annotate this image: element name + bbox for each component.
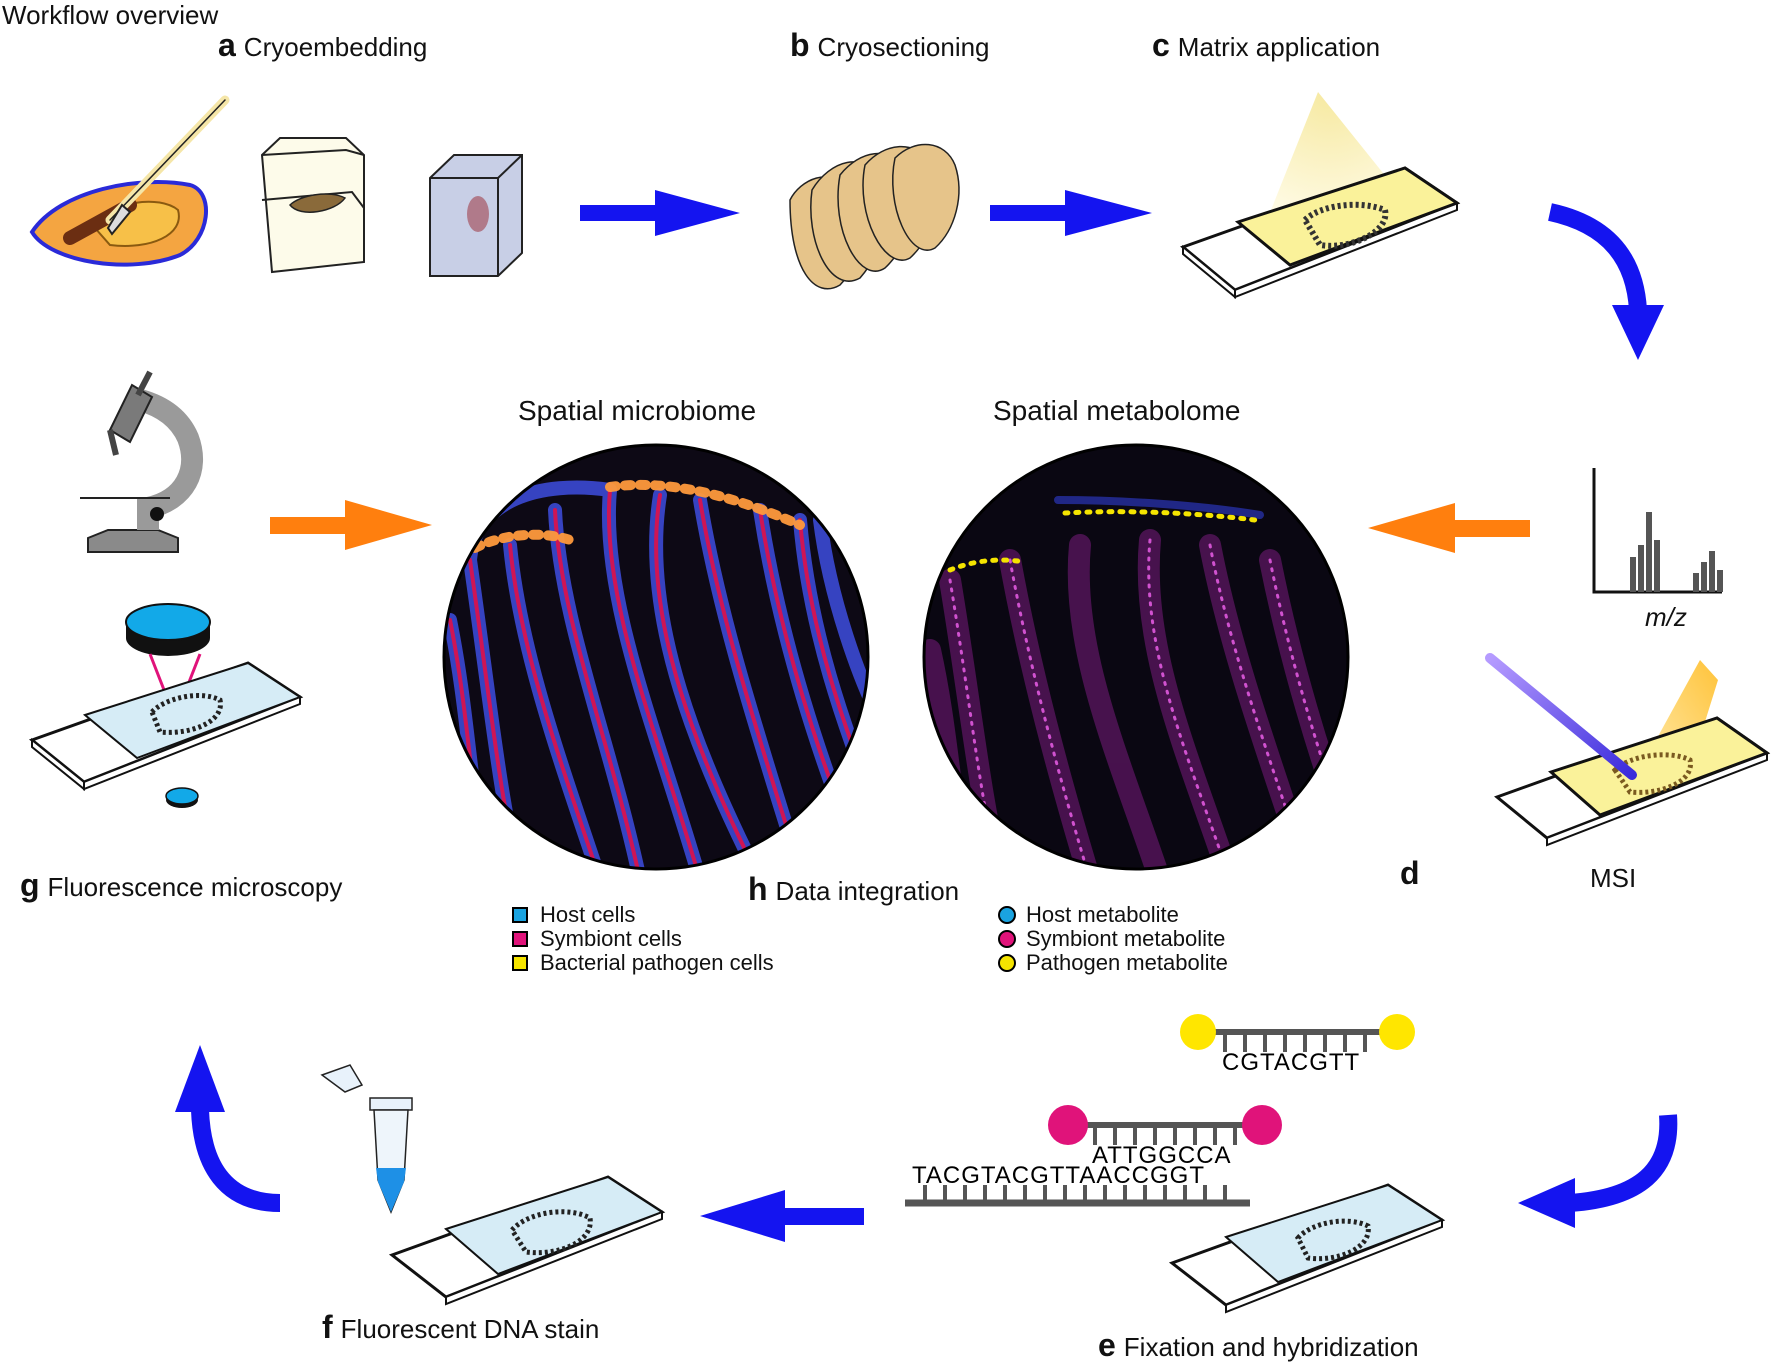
fluorescence-imaging-slide-icon <box>28 603 304 808</box>
frozen-block-icon <box>429 154 523 277</box>
target-rrna-strand-icon <box>905 1185 1250 1207</box>
arrow-microscopy-to-microbiome <box>270 500 432 550</box>
diagram-title: Workflow overview <box>2 0 219 30</box>
step-a-text: Cryoembedding <box>243 32 428 62</box>
dna-stain-tube-icon <box>320 1064 413 1214</box>
step-b-text: Cryosectioning <box>817 32 990 62</box>
legend-pathogen-metabolite-label: Pathogen metabolite <box>1026 950 1228 975</box>
panel-title-microbiome: Spatial microbiome <box>518 395 757 426</box>
probe-magenta-icon <box>1048 1105 1282 1145</box>
legend-symbiont-cells: Symbiont cells <box>512 927 774 951</box>
step-d-letter-label: d <box>1400 855 1428 891</box>
host-metabolite-dot <box>998 906 1016 924</box>
arrow-d-to-e <box>1518 1114 1678 1228</box>
panel-title-metabolome: Spatial metabolome <box>993 395 1241 426</box>
step-d-letter: d <box>1400 855 1420 891</box>
probe-yellow-icon <box>1180 1014 1415 1052</box>
step-h-text: Data integration <box>775 876 960 906</box>
step-c-text: Matrix application <box>1177 32 1381 62</box>
target-sequence: TACGTACGTTAACCGGT <box>912 1162 1205 1189</box>
symbiont-metabolite-dot <box>998 930 1016 948</box>
legend-symbiont-metabolite-label: Symbiont metabolite <box>1026 926 1226 951</box>
legend-symbiont-metabolite: Symbiont metabolite <box>998 927 1228 951</box>
legend-pathogen-cells: Bacterial pathogen cells <box>512 951 774 975</box>
arrow-e-to-f <box>700 1190 864 1242</box>
spatial-microbiome-image <box>442 443 870 871</box>
legend-pathogen-metabolite: Pathogen metabolite <box>998 951 1228 975</box>
arrow-a-to-b <box>580 190 740 236</box>
step-g-letter: g <box>20 867 40 903</box>
step-e-letter: e <box>1098 1327 1116 1363</box>
step-f-letter: f <box>322 1309 333 1345</box>
legend-host-metabolite-label: Host metabolite <box>1026 902 1179 927</box>
step-f-text: Fluorescent DNA stain <box>340 1314 600 1344</box>
step-e-text: Fixation and hybridization <box>1123 1332 1419 1362</box>
legend-metabolites: Host metabolite Symbiont metabolite Path… <box>998 903 1228 975</box>
arrow-msi-to-metabolome <box>1368 503 1530 553</box>
legend-host-metabolite: Host metabolite <box>998 903 1228 927</box>
probe-sequence-top: CGTACGTT <box>1222 1049 1360 1076</box>
pathogen-metabolite-dot <box>998 954 1016 972</box>
arrow-c-to-d <box>1547 203 1664 360</box>
step-c-letter: c <box>1152 27 1170 63</box>
probe-sequence-middle: ATTGGCCA <box>1092 1142 1232 1169</box>
legend-symbiont-cells-label: Symbiont cells <box>540 926 682 951</box>
legend-cells: Host cells Symbiont cells Bacterial path… <box>512 903 774 975</box>
legend-host-cells: Host cells <box>512 903 774 927</box>
step-a-letter: a <box>218 27 236 63</box>
spatial-metabolome-image <box>922 443 1350 871</box>
arrow-f-to-g <box>175 1045 281 1212</box>
hybridization-slide-icon <box>1168 1183 1446 1314</box>
step-d-text: MSI <box>1590 863 1637 893</box>
msi-laser-slide-icon <box>1485 653 1771 847</box>
matrix-sprayer-slide-icon <box>1180 92 1461 300</box>
host-cells-swatch <box>512 907 528 923</box>
step-b-letter: b <box>790 27 810 63</box>
legend-host-cells-label: Host cells <box>540 902 636 927</box>
tissue-sections-icon <box>789 143 960 290</box>
stained-slide-icon <box>388 1175 666 1306</box>
mass-spectrum-icon <box>1592 468 1723 594</box>
embedding-mold-icon <box>260 137 365 274</box>
spectrum-axis-label: m/z <box>1645 602 1687 632</box>
symbiont-cells-swatch <box>512 931 528 947</box>
step-h-letter: h <box>748 871 768 907</box>
microscope-icon <box>80 370 203 553</box>
arrow-b-to-c <box>990 190 1152 236</box>
step-g-text: Fluorescence microscopy <box>47 872 343 902</box>
pathogen-cells-swatch <box>512 955 528 971</box>
mussel-dissection-icon <box>29 95 230 267</box>
legend-pathogen-cells-label: Bacterial pathogen cells <box>540 950 774 975</box>
